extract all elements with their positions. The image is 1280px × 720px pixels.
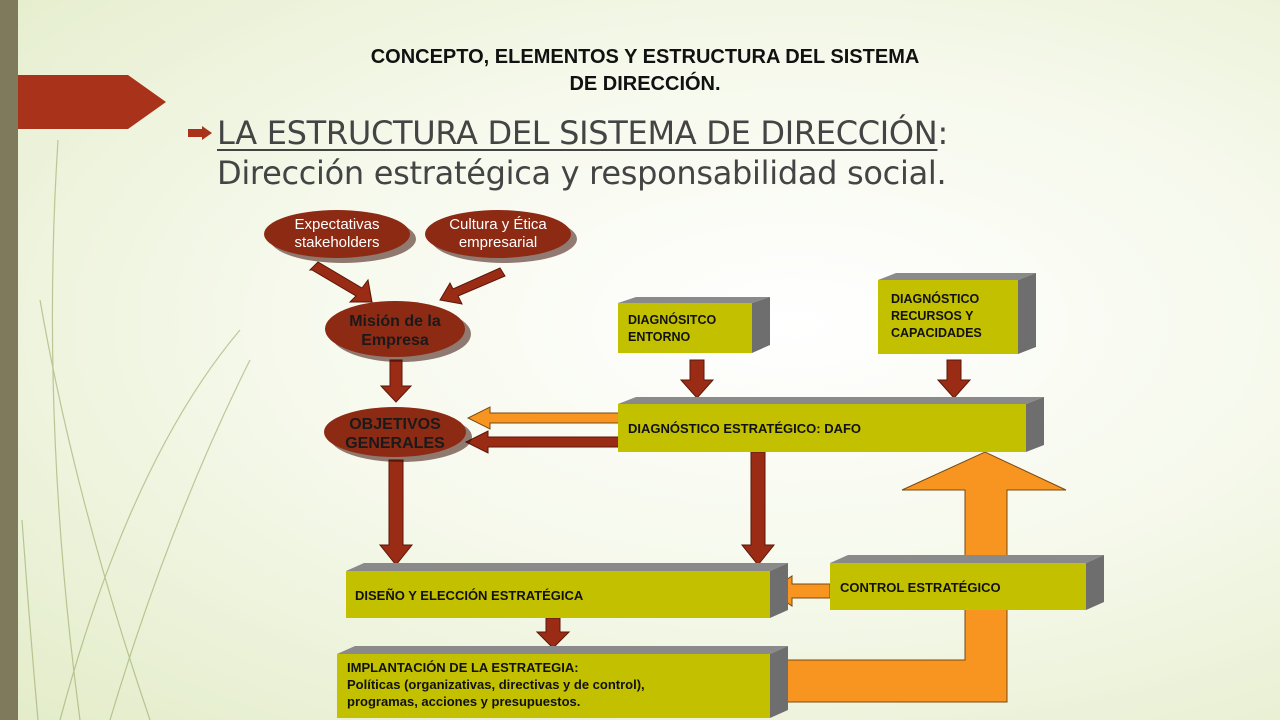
arrow-recursos-dafo [936,359,972,399]
dark-arrows [308,261,972,649]
label-diag-recursos: DIAGNÓSTICO RECURSOS Y CAPACIDADES [891,292,982,340]
label-implantacion: IMPLANTACIÓN DE LA ESTRATEGIA: Políticas… [347,660,645,709]
box-diag-entorno [618,303,752,353]
box-dafo [618,404,1026,452]
label-control: CONTROL ESTRATÉGICO [840,580,1001,595]
accent-tab [18,75,166,129]
bullet-text: LA ESTRUCTURA DEL SISTEMA DE DIRECCIÓN: … [217,113,1117,193]
title-line-1: CONCEPTO, ELEMENTOS Y ESTRUCTURA DEL SIS… [370,46,920,68]
arrow-dafo-objetivos-upper [466,406,621,430]
label-dafo: DIAGNÓSTICO ESTRATÉGICO: DAFO [628,421,862,436]
arrow-mision-objetivos [379,359,413,403]
arrow-bullet-icon [188,126,212,140]
label-mision: Misión de la Empresa [349,313,441,349]
decorative-lines [21,139,251,720]
oval-mision [325,301,465,357]
label-stakeholders: Expectativas stakeholders [294,216,380,251]
label-objetivos: OBJETIVOS GENERALES [345,416,445,452]
label-diseno: DISEÑO Y ELECCIÓN ESTRATÉGICA [355,588,584,603]
arrow-stakeholders-mision [308,261,373,303]
arrow-cultura-mision [439,267,506,305]
bullet-underlined: LA ESTRUCTURA DEL SISTEMA DE DIRECCIÓN [217,114,938,152]
left-bar [0,0,18,720]
box-implantacion [337,654,770,718]
arrow-objetivos-diseno [378,459,414,566]
oval-objetivos [324,407,466,457]
slide-title: CONCEPTO, ELEMENTOS Y ESTRUCTURA DEL SIS… [230,44,1060,98]
arrow-entorno-dafo [679,359,715,399]
bullet-colon: : [937,114,948,152]
label-cultura: Cultura y Ética empresarial [449,216,547,251]
oval-stakeholders [264,210,410,258]
label-diag-entorno: DIAGNÓSITCO ENTORNO [628,313,717,344]
box-diseno [346,571,770,618]
title-line-2: DE DIRECCIÓN. [569,73,721,95]
arrow-diseno-implantacion [535,617,571,649]
oval-cultura [425,210,571,258]
bullet-line-2: Dirección estratégica y responsabilidad … [217,154,947,192]
box-diag-recursos [878,280,1018,354]
arrow-dafo-objetivos-lower [464,430,621,454]
ovals [264,210,577,462]
box-control [830,563,1086,610]
boxes [337,273,1104,718]
arrow-dafo-diseno [740,451,776,566]
